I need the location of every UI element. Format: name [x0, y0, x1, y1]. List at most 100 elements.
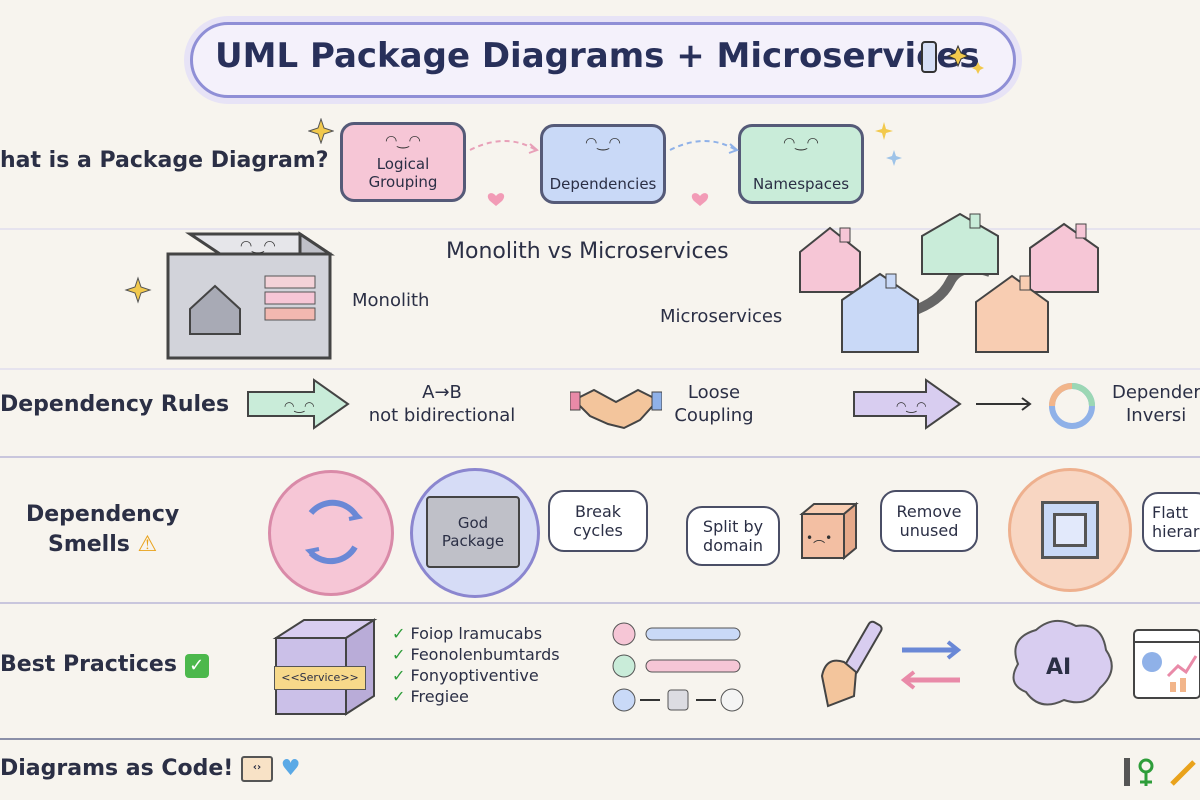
bubble-flatten-line1: Flatt	[1152, 502, 1188, 522]
svg-text:•︵•: •︵•	[806, 531, 832, 545]
bubble-remove-line1: Remove	[896, 501, 962, 521]
smile-face-icon: ◠‿◠	[783, 135, 819, 151]
best-practice-item: ✓ Feonolenbumtards	[392, 645, 560, 664]
god-package-line1: God	[457, 514, 489, 532]
svg-text:◠‿◠: ◠‿◠	[284, 399, 315, 413]
cycle-arrows-icon	[304, 499, 364, 565]
svg-text:◠‿◠: ◠‿◠	[240, 238, 276, 254]
house-icon	[841, 272, 919, 353]
bubble-split-line2: domain	[703, 536, 763, 555]
house-icon	[1029, 222, 1099, 293]
code-window-icon: ‹›	[241, 756, 274, 782]
divider	[0, 228, 1200, 230]
smile-face-icon: ◠‿◠	[385, 133, 421, 149]
section-label-what-is: hat is a Package Diagram?	[0, 148, 329, 173]
divider	[0, 368, 1200, 370]
svg-text:◠‿◠: ◠‿◠	[896, 399, 927, 413]
god-package-box: God Package	[426, 496, 520, 568]
service-label: <<Service>>	[274, 666, 366, 690]
footer-label: Diagrams as Code! ‹› ♥	[0, 756, 300, 782]
best-practice-item: ✓ Fonyoptiventive	[392, 666, 560, 685]
sparkle-icon	[875, 122, 902, 166]
cycle-circle	[268, 470, 394, 596]
god-package-line2: Package	[441, 532, 505, 550]
best-practice-item: ✓ Fregiee	[392, 687, 560, 706]
nested-box-icon	[1041, 501, 1099, 559]
smells-label-line2: Smells ⚠	[26, 530, 179, 560]
best-label-text: Best Practices	[0, 652, 177, 677]
best-practice-text: Feonolenbumtards	[410, 645, 560, 664]
best-practice-text: Fonyoptiventive	[410, 666, 539, 685]
smells-label-line1: Dependency	[26, 502, 180, 527]
best-practice-item: ✓ Foiop lramucabs	[392, 624, 560, 643]
swap-arrows-icon	[900, 640, 962, 690]
rule-dependency-inversion: Depender Inversi	[1112, 382, 1200, 427]
bubble-remove-unused: Remove unused	[880, 490, 978, 552]
monolith-cube: ◠‿◠	[166, 231, 335, 360]
bubble-split-line1: Split by	[702, 516, 764, 536]
sad-box-icon: •︵•	[799, 501, 859, 561]
divider	[0, 456, 1200, 458]
check-icon: ✓	[392, 666, 406, 685]
monolith-label: Monolith	[352, 290, 430, 311]
title-banner	[190, 22, 1016, 98]
rule-loose-line2: Coupling	[674, 404, 754, 426]
scroll-icon	[921, 41, 984, 74]
warning-icon: ⚠	[137, 531, 158, 557]
tools-icon	[1124, 758, 1196, 786]
heart-icon: ♥	[280, 756, 301, 781]
bubble-split-domain: Split by domain	[686, 506, 780, 566]
card-label: Namespaces	[752, 175, 850, 193]
best-practices-list: ✓ Foiop lramucabs ✓ Feonolenbumtards ✓ F…	[392, 624, 560, 706]
house-icon	[799, 226, 861, 293]
divider	[0, 602, 1200, 604]
connector-arrows	[469, 140, 739, 206]
pencil-icon	[820, 620, 883, 708]
rule-ab-line1: A→B	[422, 382, 462, 403]
cycle-ring-icon	[1049, 383, 1095, 429]
card-logical-grouping: ◠‿◠ Logical Grouping	[340, 122, 466, 202]
section-label-rules: Dependency Rules	[0, 392, 230, 417]
handshake-icon	[570, 388, 662, 430]
check-icon: ✓	[392, 687, 406, 706]
best-practice-text: Fregiee	[410, 687, 469, 706]
house-icon	[921, 212, 999, 275]
card-label: Dependencies	[549, 175, 657, 193]
bubble-flatten-hierarchy: Flatt hierar	[1142, 492, 1200, 552]
check-icon: ✓	[392, 624, 406, 643]
microservices-label: Microservices	[660, 306, 783, 327]
best-practice-text: Foiop lramucabs	[410, 624, 543, 643]
arrow-right-icon: ◠‿◠	[853, 378, 1032, 430]
card-namespaces: ◠‿◠ Namespaces	[738, 124, 864, 204]
sparkle-icon	[308, 118, 334, 144]
house-icon	[975, 274, 1049, 353]
bubble-break-line1: Break	[574, 501, 622, 521]
rule-loose-line1: Loose	[687, 382, 741, 403]
rule-ab: A→B not bidirectional	[362, 382, 522, 427]
flatten-circle	[1008, 468, 1132, 592]
bubble-break-line2: cycles	[573, 521, 623, 540]
dashboard-icon	[1133, 629, 1200, 699]
bubble-break-cycles: Break cycles	[548, 490, 648, 552]
section-label-best: Best Practices ✓	[0, 652, 209, 678]
bubble-remove-line2: unused	[899, 521, 959, 540]
check-icon: ✓	[392, 645, 406, 664]
smells-label-text: Smells	[47, 531, 130, 557]
footer-text: Diagrams as Code!	[0, 756, 234, 781]
rule-loose-coupling: Loose Coupling	[666, 382, 762, 427]
microservices-houses	[799, 212, 1099, 353]
card-dependencies: ◠‿◠ Dependencies	[540, 124, 666, 204]
brain-icon: AI	[1012, 619, 1113, 706]
check-icon: ✓	[184, 654, 209, 678]
divider	[0, 738, 1200, 740]
section-label-smells: Dependency Smells ⚠	[26, 500, 179, 559]
progress-faces	[612, 622, 744, 712]
mono-micro-heading: Monolith vs Microservices	[446, 239, 729, 264]
rule-dep-inv-line1: Depender	[1112, 382, 1200, 403]
ai-label: AI	[1046, 655, 1071, 680]
sparkle-icon	[124, 276, 152, 304]
arrow-right-icon: ◠‿◠	[247, 378, 350, 430]
card-label: Logical Grouping	[368, 155, 438, 191]
rule-ab-line2: not bidirectional	[368, 404, 516, 426]
rule-dep-inv-line2: Inversi	[1126, 404, 1187, 426]
